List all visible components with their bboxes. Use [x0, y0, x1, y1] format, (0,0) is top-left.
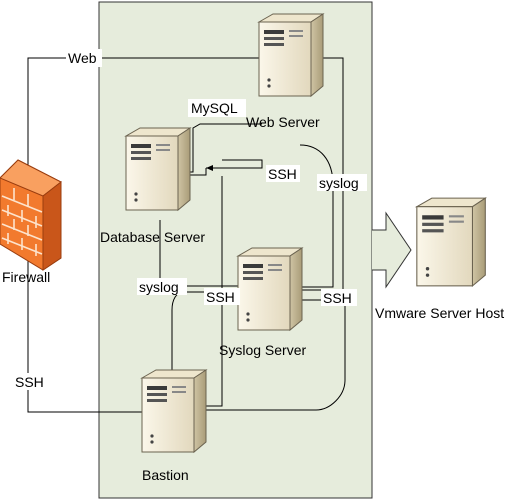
syslog-server-node: Syslog Server	[219, 247, 306, 358]
host-panel	[98, 1, 373, 499]
host-to-vmware-arrow	[372, 211, 412, 289]
edge-label-ssh-db-web: SSH	[268, 166, 297, 182]
edge-label-syslog-db: syslog	[139, 279, 179, 295]
edge-label-ssh-firewall-bastion: SSH	[15, 374, 44, 390]
syslog-server-icon	[237, 247, 303, 331]
edge-label-syslog-web: syslog	[319, 175, 359, 191]
bastion-node: Bastion	[141, 369, 207, 483]
firewall-label: Firewall	[2, 269, 50, 285]
database-server-icon	[125, 127, 191, 211]
firewall-icon	[0, 159, 62, 271]
web-server-node: Web Server	[246, 13, 324, 130]
edge-label-ssh-right: SSH	[323, 290, 352, 306]
vmware-host-label: Vmware Server Host	[375, 305, 504, 321]
syslog-server-label: Syslog Server	[219, 342, 306, 358]
edge-label-web: Web	[68, 50, 97, 66]
database-server-label: Database Server	[100, 229, 205, 245]
edge-label-mysql: MySQL	[191, 100, 238, 116]
edge-label-ssh-syslog-bastion: SSH	[206, 289, 235, 305]
firewall-node: Firewall	[0, 159, 62, 285]
database-server-node: Database Server	[100, 127, 205, 245]
edge-ssh-firewall-bastion	[27, 255, 170, 415]
web-server-label: Web Server	[246, 114, 320, 130]
web-server-icon	[258, 13, 324, 97]
vmware-host-icon	[416, 197, 486, 287]
edge-web	[27, 55, 292, 170]
edge-ssh-right	[178, 297, 346, 411]
bastion-icon	[141, 369, 207, 453]
vmware-host-node: Vmware Server Host	[375, 197, 504, 321]
edge-ssh-db-web	[206, 159, 263, 171]
bastion-label: Bastion	[142, 467, 189, 483]
